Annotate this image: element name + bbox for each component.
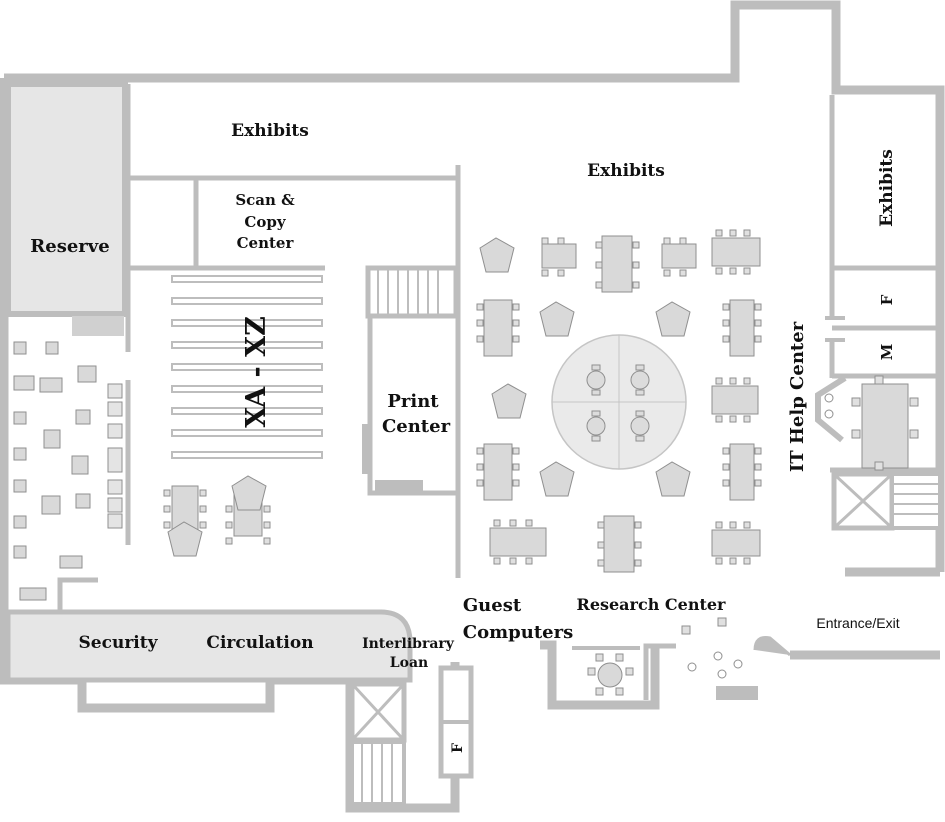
scan-copy-label-2: Copy [244,213,286,231]
security-label: Security [79,633,159,653]
interior-walls [125,84,942,578]
reading-area-tables [13,341,97,601]
exhibits-right-label: Exhibits [877,149,897,227]
circulation-desk-area [5,609,413,683]
restroom-f-bottom-label: F [450,743,466,753]
reading-area-carrels [107,383,123,529]
circulation-label: Circulation [206,633,313,653]
entrance-exit-label: Entrance/Exit [816,615,899,631]
bottom-stairs [349,665,474,806]
reserve-room [5,81,128,317]
interlibrary-label-2: Loan [390,655,428,671]
it-help-desk [815,375,847,443]
study-chairs [163,229,919,567]
stacks-label: XA - XZ [241,316,272,428]
guest-computers-label-1: Guest [463,595,522,616]
research-center-desk [572,617,791,700]
central-rotunda [551,334,687,470]
reserve-label: Reserve [30,236,109,257]
scan-copy-label-3: Center [237,234,295,252]
restroom-m-label: M [878,344,896,361]
restroom-f-right-label: F [878,294,896,305]
research-center-label: Research Center [577,595,727,614]
study-tables [167,235,909,573]
right-stairs [831,471,942,531]
guest-computers-label-2: Computers [463,622,573,643]
print-center-label-1: Print [387,391,439,412]
interlibrary-label-1: Interlibrary [362,636,455,652]
print-center-label-2: Center [382,416,451,437]
scan-copy-label-1: Scan & [235,191,295,209]
it-help-center-label: IT Help Center [787,321,808,472]
rotunda-round-tables [586,364,650,442]
exhibits-center-label: Exhibits [587,161,665,181]
print-center [362,265,459,496]
reading-area-corner-wall [57,577,98,610]
reserve-counter [72,316,124,336]
book-stacks [171,275,323,459]
exhibits-top-label: Exhibits [231,121,309,141]
